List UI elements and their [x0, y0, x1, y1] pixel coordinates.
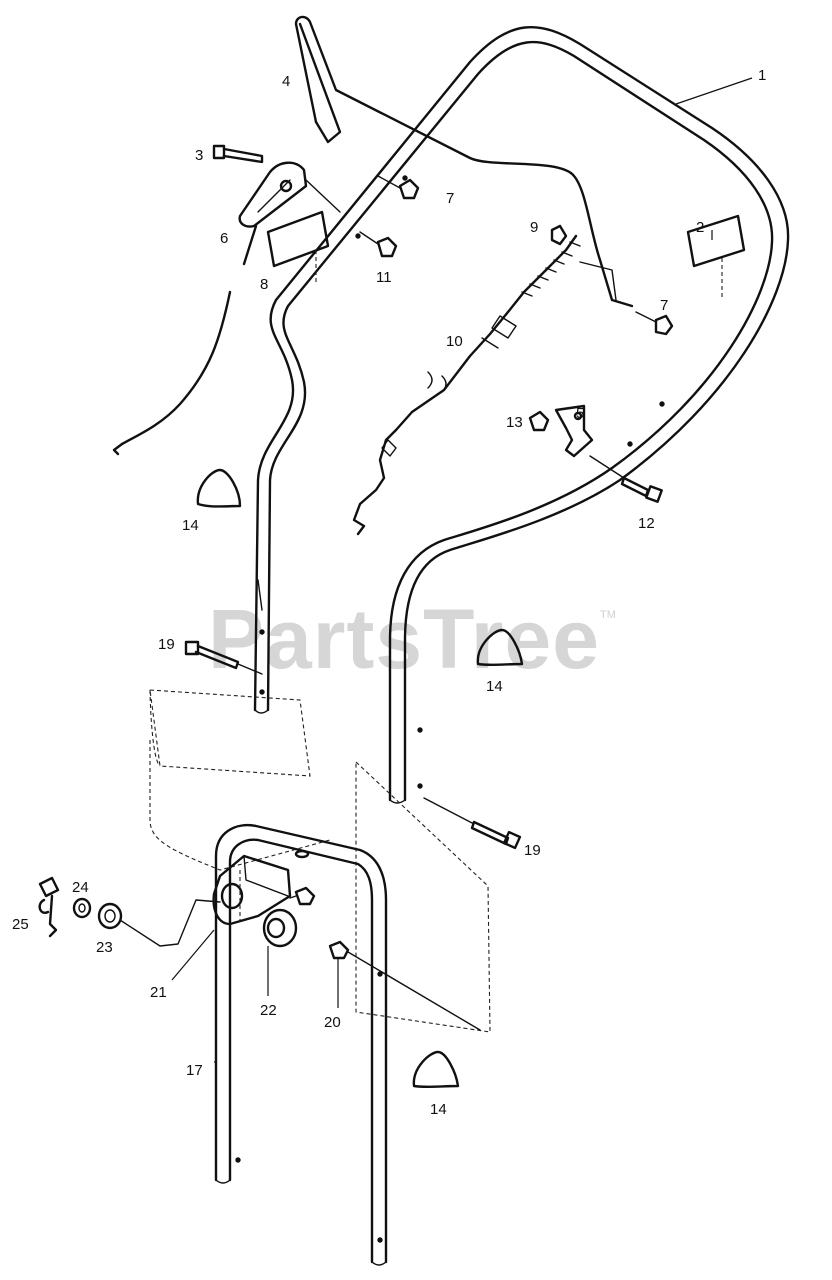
- callout-8: 8: [260, 276, 268, 293]
- nut-part-7-upper: [377, 175, 420, 200]
- callout-11: 11: [376, 269, 392, 286]
- callout-19-right: 19: [524, 842, 541, 859]
- decal-part-2: [686, 214, 746, 300]
- callout-12: 12: [638, 515, 655, 532]
- callout-14-upper: 14: [182, 517, 199, 534]
- callout-25: 25: [12, 916, 29, 933]
- lower-handle-part-17: [214, 823, 388, 1266]
- callout-leaders: [171, 77, 753, 1063]
- decal-part-8: [266, 210, 330, 284]
- watermark-trademark: TM: [600, 609, 616, 621]
- callout-22: 22: [260, 1002, 277, 1019]
- callout-14-middle: 14: [486, 678, 503, 695]
- assembly-outline-right: [355, 761, 491, 1033]
- washer-part-23: [97, 902, 123, 930]
- bolt-part-19-right: [423, 797, 522, 850]
- pivot-bracket-part-21: [212, 854, 292, 926]
- callout-1: 1: [758, 67, 766, 84]
- callout-4: 4: [282, 73, 290, 90]
- callout-10: 10: [446, 333, 463, 350]
- throttle-cable: [112, 290, 232, 456]
- callout-labels: 1 2 3 4 5 6 7 7 8 9 10 11 12 13 14 14 14…: [12, 67, 766, 1118]
- watermark-text: PartsTree: [208, 592, 600, 686]
- hairpin-clip-part-14-lower: [412, 1050, 460, 1089]
- callout-24: 24: [72, 879, 89, 896]
- nut-part-20: [328, 940, 481, 1031]
- bracket-part-5: [554, 404, 594, 458]
- callout-20: 20: [324, 1014, 341, 1031]
- callout-21: 21: [150, 984, 167, 1001]
- callout-19-left: 19: [158, 636, 175, 653]
- upper-handle: [253, 25, 790, 804]
- bolt-part-12: [589, 455, 663, 503]
- callout-9: 9: [530, 219, 538, 236]
- callout-7-right: 7: [660, 297, 668, 314]
- key-leader-line: [119, 899, 221, 947]
- bolt-part-19-left: [184, 640, 263, 675]
- callout-14-lower: 14: [430, 1101, 447, 1118]
- nut-part-13: [528, 410, 550, 432]
- key-part-25: [38, 876, 60, 938]
- knob-part-22: [262, 908, 298, 996]
- callout-13: 13: [506, 414, 523, 431]
- callout-6: 6: [220, 230, 228, 247]
- nut-part-11: [359, 231, 398, 258]
- throttle-control-part-6: [238, 161, 341, 266]
- control-bail: [294, 15, 634, 308]
- callout-7-upper: 7: [446, 190, 454, 207]
- callout-23: 23: [96, 939, 113, 956]
- control-cable-part-10: [352, 234, 581, 536]
- hairpin-clip-part-14-middle: [476, 628, 524, 667]
- callout-2: 2: [696, 219, 704, 236]
- nut-part-7-right: [635, 311, 674, 336]
- bolt-part-3: [212, 144, 264, 164]
- nut-part-20-upper: [289, 886, 316, 906]
- clip-part-9: [550, 224, 568, 246]
- assembly-outline-left: [149, 689, 311, 777]
- callout-5: 5: [576, 405, 584, 422]
- hairpin-clip-part-14-upper: [196, 468, 242, 508]
- washer-part-24: [72, 897, 92, 919]
- callout-3: 3: [195, 147, 203, 164]
- callout-17: 17: [186, 1062, 203, 1079]
